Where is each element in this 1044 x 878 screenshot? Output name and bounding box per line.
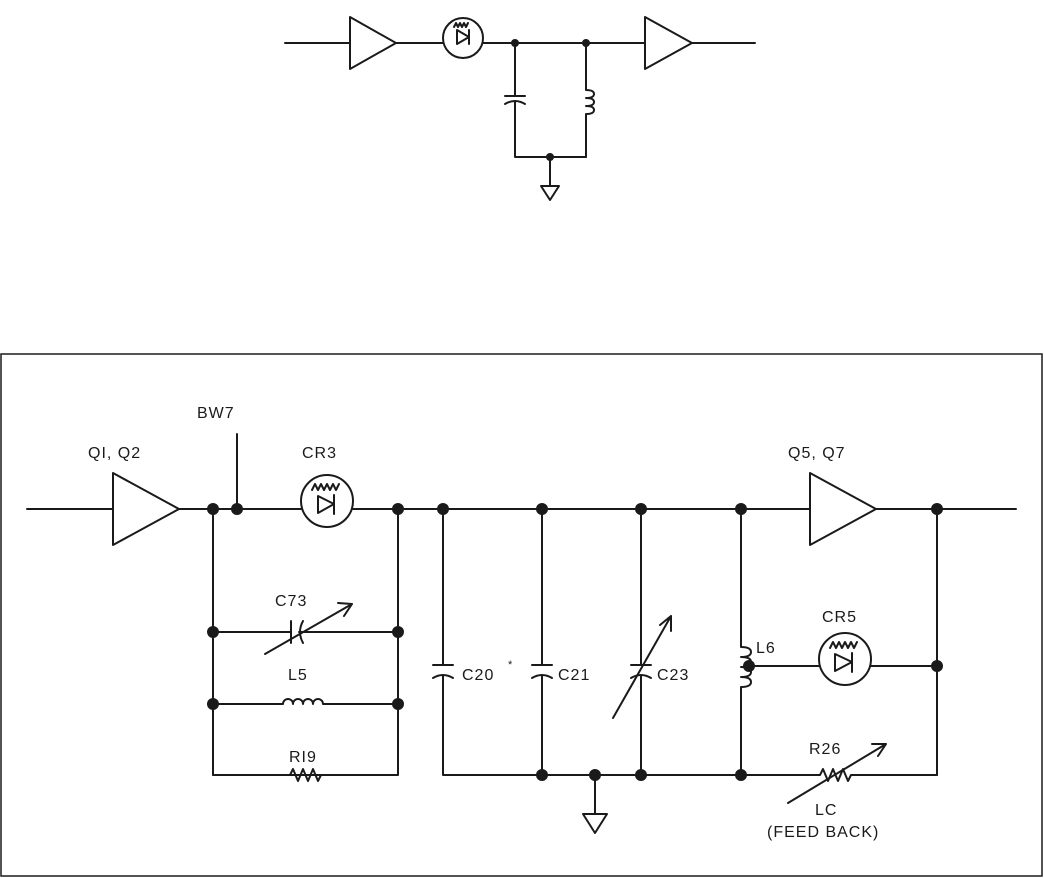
label-q1-q2: QI, Q2: [88, 445, 141, 462]
top-amplifier-out: [644, 16, 693, 70]
label-cr3: CR3: [302, 445, 337, 462]
diode-cr3: [300, 474, 354, 528]
amplifier-q5-q7: [809, 472, 877, 546]
label-c20-asterisk: *: [508, 659, 513, 671]
top-photo-diode: [442, 17, 484, 59]
label-c21: C21: [558, 667, 590, 684]
top-amplifier-in: [349, 16, 397, 70]
label-c23: C23: [657, 667, 689, 684]
top-capacitor: [504, 42, 587, 158]
resistor-r26: [740, 768, 938, 782]
label-lc: LC: [815, 802, 837, 819]
left-network-frame: [212, 508, 399, 776]
label-c20: C20: [462, 667, 494, 684]
label-cr5: CR5: [822, 609, 857, 626]
capacitor-c21: [531, 508, 553, 776]
resistor-r19: [212, 768, 322, 782]
top-ground-symbol: [540, 156, 560, 201]
capacitor-c20: [432, 508, 742, 776]
amplifier-q1-q2: [112, 472, 180, 546]
c23-variable-arrow: [612, 615, 672, 719]
diode-cr5: [818, 632, 872, 686]
label-q5-q7: Q5, Q7: [788, 445, 846, 462]
detailed-schematic: QI, Q2 BW7 CR3 C73 L5 RI9 C20 * C21 C23 …: [26, 405, 1017, 841]
junction-dots: [207, 503, 943, 781]
label-l6: L6: [756, 640, 776, 657]
inductor-l5: [212, 698, 399, 705]
simplified-schematic: [284, 16, 756, 201]
label-l5: L5: [288, 667, 308, 684]
capacitor-c73: [212, 620, 399, 644]
top-inductor: [585, 42, 595, 158]
label-r26: R26: [809, 741, 841, 758]
r26-variable-arrow: [787, 743, 887, 804]
capacitor-c23: [630, 508, 652, 776]
schematic-frame: [0, 353, 1043, 877]
label-bw7: BW7: [197, 405, 235, 422]
label-c73: C73: [275, 593, 307, 610]
label-r19: RI9: [289, 749, 317, 766]
ground-symbol: [582, 774, 608, 834]
c73-variable-arrow: [264, 602, 353, 655]
label-feedback: (FEED BACK): [767, 824, 879, 841]
inductor-l6: [740, 508, 752, 776]
